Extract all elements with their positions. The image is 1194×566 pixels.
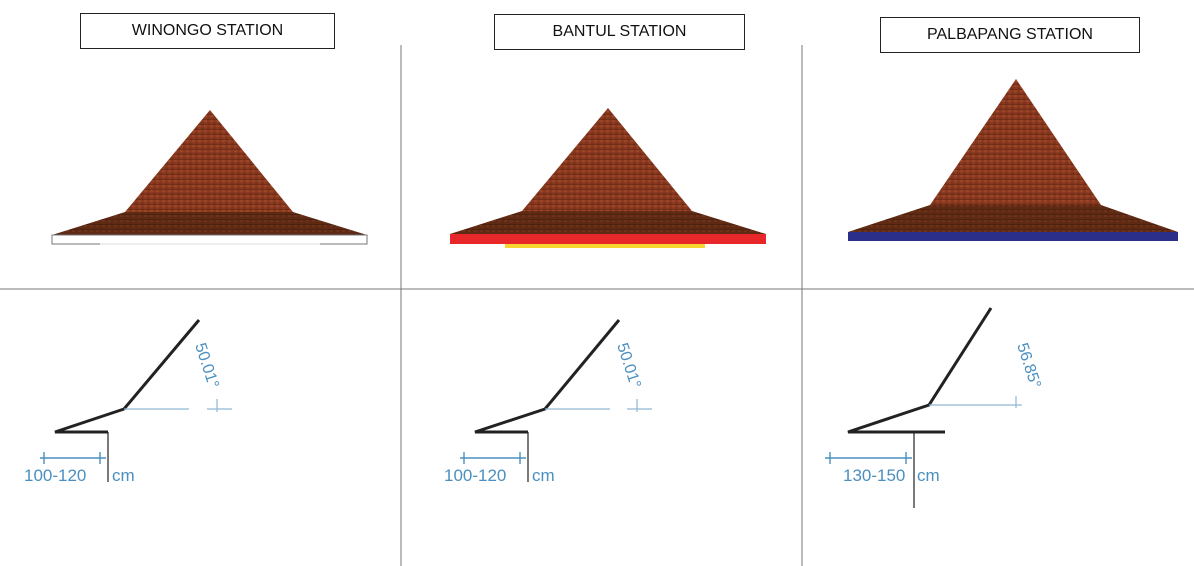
dimension-label: 100-120 <box>444 466 506 485</box>
unit-label: cm <box>112 466 135 485</box>
station-title-label: PALBAPANG STATION <box>927 26 1093 43</box>
roof-section-palbapang: 56.85° 130-150 cm <box>825 307 1044 508</box>
roof-section-winongo: 50.01° 100-120 cm <box>24 319 232 485</box>
unit-label: cm <box>917 466 940 485</box>
angle-label: 50.01° <box>191 341 222 390</box>
roof-under-band <box>505 244 705 248</box>
roof-elevation-winongo <box>51 110 368 245</box>
station-title-label: BANTUL STATION <box>552 23 687 40</box>
dimension-label: 100-120 <box>24 466 86 485</box>
roof-base-band <box>450 234 766 244</box>
unit-label: cm <box>532 466 555 485</box>
roof-base-band <box>51 234 368 245</box>
roof-elevation-bantul <box>450 108 766 248</box>
station-title-palbapang: PALBAPANG STATION <box>880 17 1140 53</box>
roof-base-band <box>848 232 1178 241</box>
roof-section-bantul: 50.01° 100-120 cm <box>444 319 652 485</box>
dimension-label: 130-150 <box>843 466 905 485</box>
station-title-label: WINONGO STATION <box>131 22 284 39</box>
station-title-winongo: WINONGO STATION <box>80 13 335 49</box>
angle-label: 56.85° <box>1013 341 1044 390</box>
station-title-bantul: BANTUL STATION <box>494 14 745 50</box>
angle-label: 50.01° <box>613 341 644 390</box>
roof-elevation-palbapang <box>848 79 1178 241</box>
